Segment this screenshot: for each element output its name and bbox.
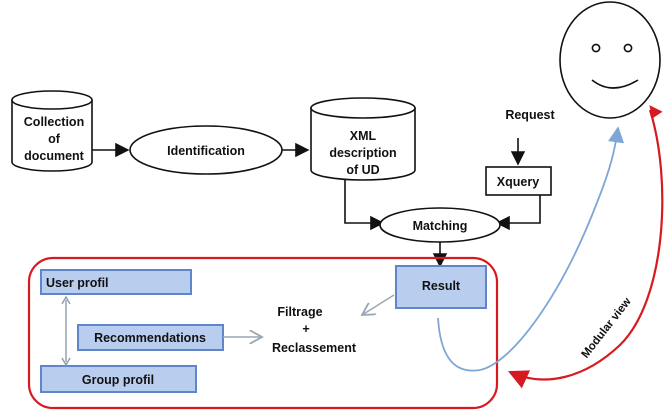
arrow-xml-matching — [344, 180, 385, 231]
curve-result-to-user — [437, 126, 625, 372]
matching-label: Matching — [413, 219, 468, 233]
collection-label-1: Collection — [24, 115, 84, 129]
arrow-xquery-matching — [495, 195, 541, 231]
modular-view-label: Modular view — [579, 296, 633, 361]
request-label: Request — [505, 108, 555, 122]
result-label: Result — [422, 279, 461, 293]
xml-label-1: XML — [350, 129, 377, 143]
xml-label-2: description — [329, 146, 396, 160]
collection-cylinder — [11, 90, 93, 172]
recommendation-module-frame — [27, 256, 499, 410]
recommendations-box — [77, 324, 224, 351]
arrow-result-filtrage — [362, 294, 395, 315]
collection-label-3: document — [24, 149, 85, 163]
curve-modular-view — [507, 109, 664, 389]
result-box — [395, 265, 487, 309]
user-profil-box — [40, 269, 192, 295]
filtrage-label-1: Filtrage — [277, 305, 322, 319]
group-profil-label: Group profil — [82, 373, 154, 387]
identification-label: Identification — [167, 144, 245, 158]
xquery-box — [485, 166, 552, 196]
filtrage-label-2: + — [302, 322, 309, 336]
user-smiley-icon — [559, 1, 661, 119]
xml-label-3: of UD — [346, 163, 379, 177]
xml-cylinder — [310, 97, 416, 181]
filtrage-label-3: Reclassement — [272, 341, 357, 355]
xquery-label: Xquery — [497, 175, 539, 189]
recommendations-label: Recommendations — [94, 331, 206, 345]
group-profil-box — [40, 365, 197, 393]
user-profil-label: User profil — [46, 276, 109, 290]
collection-label-2: of — [48, 132, 61, 146]
